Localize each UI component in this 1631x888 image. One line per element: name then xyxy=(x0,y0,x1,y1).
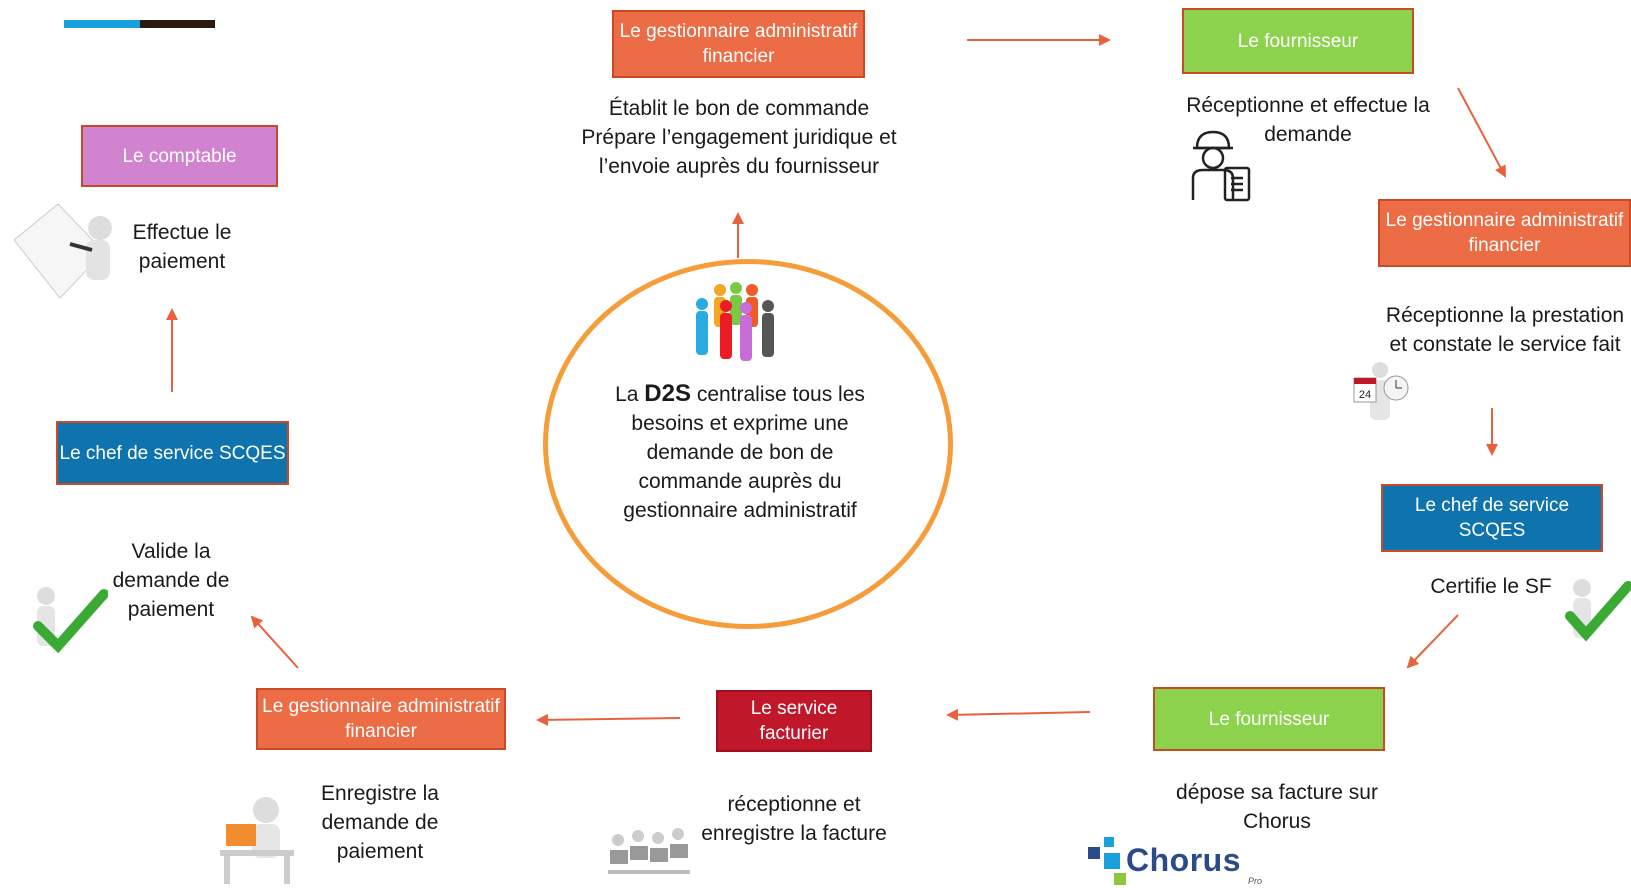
role-fournisseur-2: Le fournisseur xyxy=(1153,687,1385,751)
role-chef-right: Le chef de service SCQES xyxy=(1381,484,1603,552)
action-comptable: Effectue le paiement xyxy=(132,221,232,273)
checkmark-icon xyxy=(33,587,108,654)
d2s-label: D2S xyxy=(644,380,691,407)
action-chef-right: Certifie le SF xyxy=(1430,575,1552,598)
chorus-logo-text: Chorus xyxy=(1126,842,1241,878)
arrow-fournisseur2-to-facturier xyxy=(946,708,1091,721)
action-gaf-top: Établit le bon de commande Prépare l’eng… xyxy=(581,97,897,178)
arrow-chef-to-fournisseur2 xyxy=(1406,614,1459,669)
action-fournisseur-1: Réceptionne et effectue la demande xyxy=(1186,94,1430,146)
role-facturier: Le service facturier xyxy=(716,690,872,752)
role-gaf-top: Le gestionnaire administratif financier xyxy=(612,10,865,78)
checkmark-icon xyxy=(1565,579,1631,642)
action-chef-left: Valide la demande de paiement xyxy=(112,540,230,621)
worker-icon xyxy=(1191,130,1251,202)
d2s-circle xyxy=(543,259,953,629)
arrow-fournisseur-to-gaf-right xyxy=(1457,87,1506,178)
office-workers-icon xyxy=(608,828,690,874)
svg-text:24: 24 xyxy=(1359,389,1371,401)
action-gaf-bottom: Enregistre la demande de paiement xyxy=(321,782,439,863)
header-bar-dark xyxy=(140,20,215,28)
action-fournisseur-2: dépose sa facture sur Chorus xyxy=(1176,781,1378,833)
calendar-icon: 24 xyxy=(1353,362,1409,420)
people-group-icon xyxy=(696,282,774,361)
arrow-gaf-bottom-to-chef-left xyxy=(250,615,299,669)
arrow-facturier-to-gaf-bottom xyxy=(536,713,681,726)
role-chef-left: Le chef de service SCQES xyxy=(56,421,289,485)
computer-user-icon xyxy=(220,797,294,884)
chorus-logo-sub: Pro xyxy=(1248,876,1263,886)
role-gaf-right: Le gestionnaire administratif financier xyxy=(1378,199,1631,267)
paper-icon xyxy=(13,203,112,299)
action-facturier: réceptionne et enregistre la facture xyxy=(701,793,887,845)
role-fournisseur-1: Le fournisseur xyxy=(1182,8,1414,74)
role-gaf-bottom: Le gestionnaire administratif financier xyxy=(256,688,506,750)
action-gaf-right: Réceptionne la prestation et constate le… xyxy=(1385,304,1625,356)
d2s-description: La D2S centralise tous les besoins et ex… xyxy=(615,380,865,522)
header-bar-blue xyxy=(64,20,140,28)
chorus-logo xyxy=(1088,837,1126,885)
role-comptable: Le comptable xyxy=(81,125,278,187)
